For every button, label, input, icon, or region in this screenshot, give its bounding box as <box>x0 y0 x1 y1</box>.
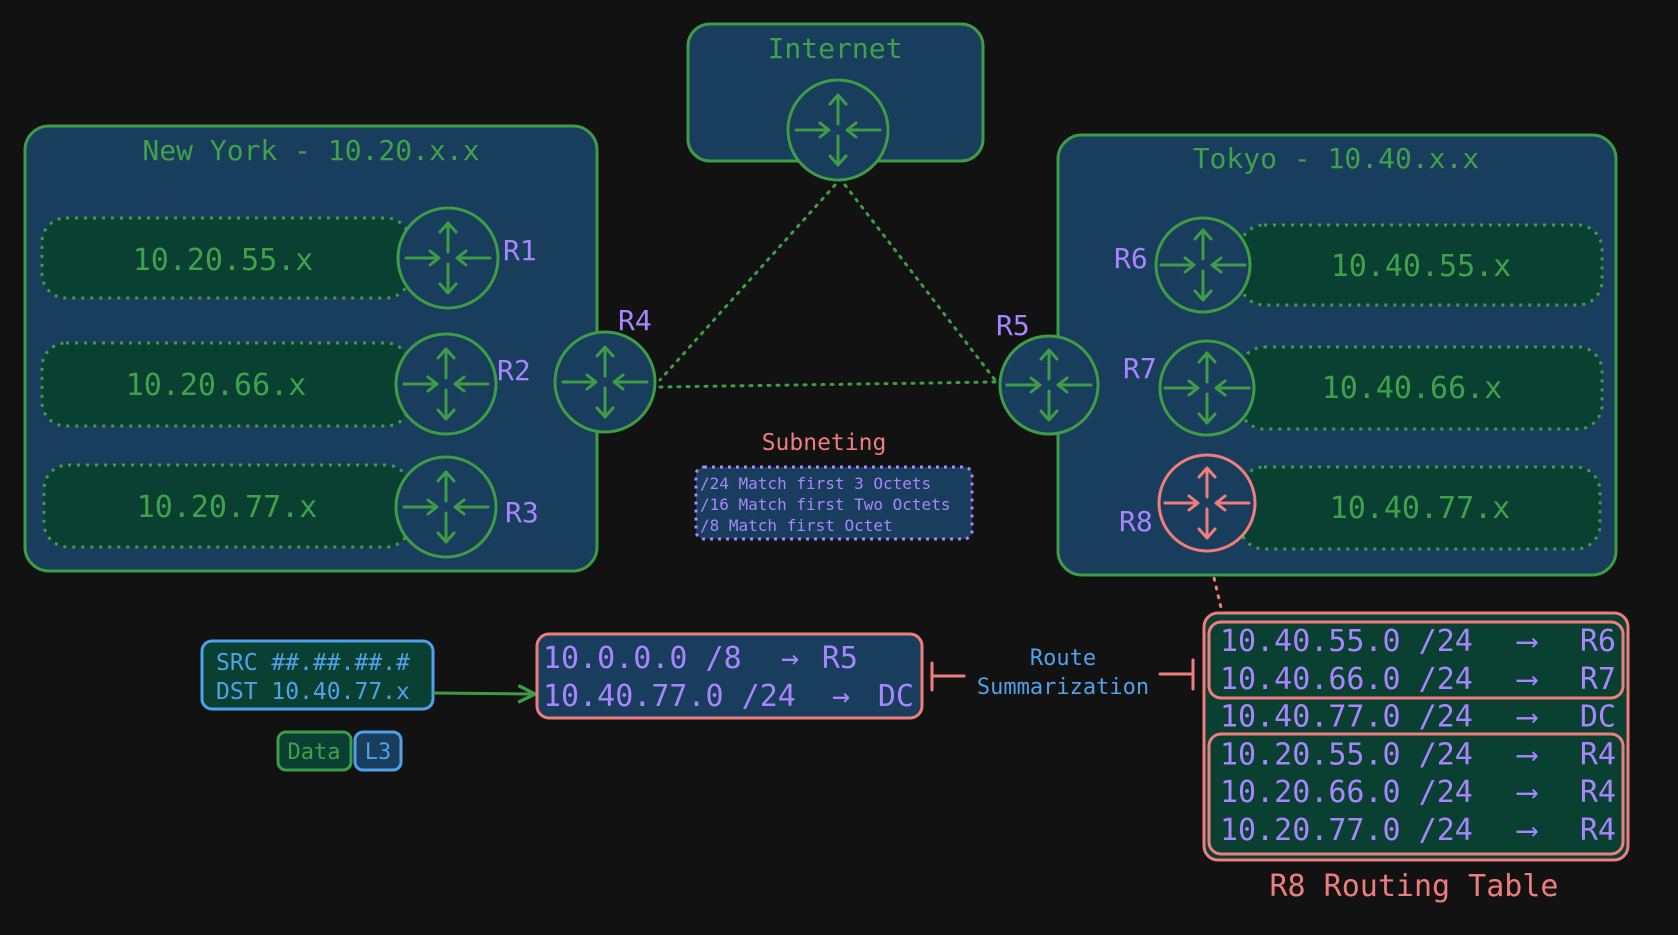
router-r3 <box>394 455 498 559</box>
subnet-tokyo-1-label: 10.40.55.x <box>1331 249 1512 284</box>
r4-route-2-next: DC <box>878 679 914 714</box>
subnet-tokyo-3: 10.40.77.x <box>1238 465 1602 551</box>
r4-route-1-prefix: 10.0.0.0 /8 <box>543 641 742 676</box>
r8-route-3-prefix: 10.40.77.0 /24 <box>1220 700 1473 735</box>
r4-route-table: 10.0.0.0 /8 → R5 10.40.77.0 /24 → DC <box>535 632 924 720</box>
subnetting-line-1: /24 Match first 3 Octets <box>700 474 931 493</box>
tag-data: Data <box>288 740 341 765</box>
router-r1 <box>396 206 500 310</box>
r8-route-1-prefix: 10.40.55.0 /24 <box>1220 624 1473 659</box>
r8-route-6-prefix: 10.20.77.0 /24 <box>1220 813 1473 848</box>
router-r8 <box>1157 453 1257 553</box>
r4-route-1-next: R5 <box>822 641 858 676</box>
subnetting-title: Subneting <box>762 430 887 456</box>
router-r6 <box>1154 216 1252 314</box>
r8-route-4-arrow: ⟶ <box>1516 737 1538 772</box>
r8-route-1-arrow: ⟶ <box>1516 624 1538 659</box>
link-internet-r4 <box>658 183 837 382</box>
router-r6-label: R6 <box>1114 242 1148 275</box>
internet-router <box>786 78 890 182</box>
router-r5-label: R5 <box>996 309 1030 342</box>
r8-newyork-group <box>1207 732 1625 856</box>
r8-route-2-arrow: ⟶ <box>1516 662 1538 697</box>
r8-route-2-next: R7 <box>1580 662 1616 697</box>
subnet-ny-1: 10.20.55.x <box>40 216 412 300</box>
router-r8-label: R8 <box>1119 505 1153 538</box>
r8-route-5-next: R4 <box>1580 775 1616 810</box>
subnet-ny-1-label: 10.20.55.x <box>133 243 314 278</box>
summarization-label-1: Route <box>1030 646 1096 671</box>
new-york-title: New York - 10.20.x.x <box>142 134 479 167</box>
link-internet-r5 <box>843 183 997 382</box>
summarization-label-2: Summarization <box>977 675 1149 700</box>
router-r4-label: R4 <box>618 304 652 337</box>
subnet-tokyo-3-label: 10.40.77.x <box>1330 491 1511 526</box>
r8-route-3-next: DC <box>1580 700 1616 735</box>
r4-route-2-prefix: 10.40.77.0 /24 <box>543 679 796 714</box>
router-r1-label: R1 <box>503 234 537 267</box>
tokyo-title: Tokyo - 10.40.x.x <box>1193 142 1480 175</box>
r8-route-1-next: R6 <box>1580 624 1616 659</box>
tokyo-zone: Tokyo - 10.40.x.x 10.40.55.x 10.40.66.x … <box>1056 133 1618 577</box>
subnet-tokyo-2: 10.40.66.x <box>1238 345 1604 431</box>
subnet-ny-2-label: 10.20.66.x <box>126 368 307 403</box>
new-york-zone: New York - 10.20.x.x 10.20.55.x 10.20.66… <box>23 124 599 573</box>
router-r7 <box>1158 339 1256 437</box>
r8-route-2-prefix: 10.40.66.0 /24 <box>1220 662 1473 697</box>
router-r3-label: R3 <box>505 496 539 529</box>
r8-route-6-next: R4 <box>1580 813 1616 848</box>
r8-route-5-arrow: ⟶ <box>1516 775 1538 810</box>
packet-tags: Data L3 <box>276 730 403 772</box>
router-r4 <box>553 330 657 434</box>
subnetting-line-2: /16 Match first Two Octets <box>700 495 950 514</box>
packet-src: SRC ##.##.##.# <box>216 650 410 676</box>
subnet-ny-2: 10.20.66.x <box>40 341 412 428</box>
router-r7-label: R7 <box>1123 352 1157 385</box>
r8-route-6-arrow: ⟶ <box>1516 813 1538 848</box>
subnet-ny-3: 10.20.77.x <box>42 463 412 549</box>
r8-route-5-prefix: 10.20.66.0 /24 <box>1220 775 1473 810</box>
subnet-ny-3-label: 10.20.77.x <box>137 490 318 525</box>
r8-table-title: R8 Routing Table <box>1270 869 1559 904</box>
subnetting-line-3: /8 Match first Octet <box>700 516 893 535</box>
subnet-tokyo-2-label: 10.40.66.x <box>1322 371 1503 406</box>
packet-dst: DST 10.40.77.x <box>216 679 410 705</box>
r8-route-3-arrow: ⟶ <box>1516 700 1538 735</box>
router-r5 <box>998 334 1100 436</box>
route-summarization: Route Summarization <box>930 646 1195 700</box>
router-r2 <box>394 332 498 436</box>
internet-title: Internet <box>768 32 903 65</box>
internet-zone: Internet <box>686 22 985 182</box>
r8-routing-table: 10.40.55.0 /24 ⟶ R6 10.40.66.0 /24 ⟶ R7 10.40.… <box>1202 611 1630 904</box>
r4-route-1-arrow: → <box>781 641 799 676</box>
r8-tokyo-group <box>1207 620 1625 700</box>
r4-route-2-arrow: → <box>832 679 850 714</box>
r8-route-4-next: R4 <box>1580 737 1616 772</box>
r8-rows: 10.40.55.0 /24 ⟶ R6 10.40.66.0 /24 ⟶ R7 10.40.… <box>1220 624 1616 848</box>
router-r2-label: R2 <box>497 354 531 387</box>
subnet-tokyo-1: 10.40.55.x <box>1238 223 1604 307</box>
packet-forward-arrow <box>432 693 533 694</box>
tag-l3: L3 <box>365 740 392 765</box>
r8-route-4-prefix: 10.20.55.0 /24 <box>1220 737 1473 772</box>
subnetting-legend: Subneting /24 Match first 3 Octets /16 M… <box>694 430 974 541</box>
packet-header: SRC ##.##.##.# DST 10.40.77.x <box>200 639 435 711</box>
link-r4-r5 <box>658 380 997 389</box>
